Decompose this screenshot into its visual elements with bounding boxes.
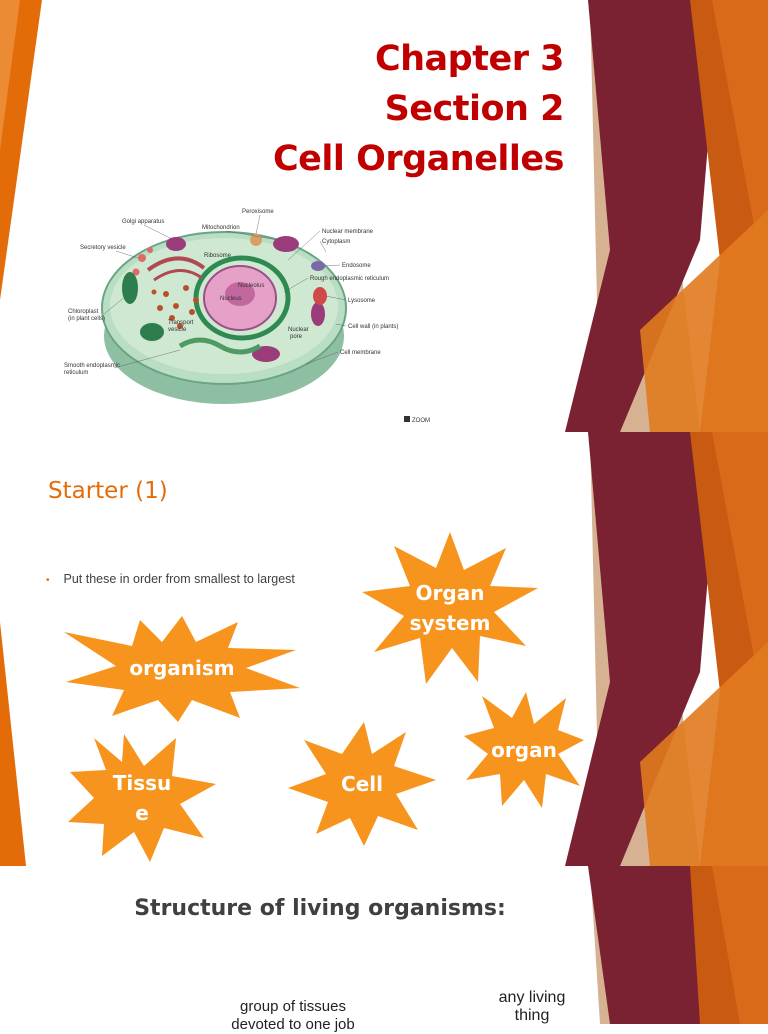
label-chloroplast-note: (in plant cells): [68, 316, 105, 322]
label-nucleolus: Nucleolus: [238, 283, 264, 289]
burst-organ-system: Organ system: [360, 528, 540, 688]
slide-1: Chapter 3 Section 2 Cell Organelles: [0, 0, 768, 432]
burst-organism-label: organism: [129, 656, 235, 680]
label-secretory-vesicle: Secretory vesicle: [80, 245, 126, 251]
starter-heading: Starter (1): [48, 478, 168, 504]
burst-organ-system-shape: [362, 532, 538, 684]
lysosome-shape: [313, 287, 327, 305]
label-transport: Transport: [168, 320, 194, 326]
burst-organism-shape: [64, 616, 300, 722]
burst-organism: organism: [62, 612, 302, 724]
note-tissue-line-1: group of tissues: [240, 998, 346, 1015]
golgi-shape: [146, 256, 206, 272]
label-chloroplast: Chloroplast: [68, 309, 99, 315]
bullet-item: • Put these in order from smallest to lar…: [46, 572, 295, 586]
burst-cell-label: Cell: [341, 772, 383, 796]
burst-organ: organ: [462, 688, 586, 812]
label-vesicle: vesicle: [168, 327, 187, 333]
endosome-shape: [311, 261, 325, 271]
note-tissue-line-2: devoted to one job: [231, 1016, 355, 1033]
label-cell-membrane: Cell membrane: [340, 350, 381, 356]
bullet-icon: •: [46, 575, 50, 586]
nucleolus-shape: [225, 282, 255, 306]
label-endosome: Endosome: [342, 263, 371, 269]
note-living-thing: any living thing: [470, 989, 594, 1025]
burst-organ-system-label: Organ system: [360, 528, 540, 688]
label-cytoplasm: Cytoplasm: [322, 239, 350, 245]
label-nuclear-membrane: Nuclear membrane: [322, 229, 374, 235]
label-pore: pore: [290, 334, 303, 340]
label-reticulum: reticulum: [64, 370, 88, 376]
burst-cell: Cell: [286, 720, 438, 848]
label-smooth-er: Smooth endoplasmic: [64, 363, 120, 369]
note-living-line-1: any living: [498, 989, 566, 1006]
burst-organ-system-line-2: system: [409, 611, 491, 635]
slide-3-decoration: [588, 866, 768, 1024]
zoom-label: ZOOM: [412, 418, 430, 424]
label-peroxisome: Peroxisome: [242, 209, 274, 215]
title-line-1: Chapter 3: [374, 39, 565, 79]
cell-diagram: Golgi apparatus Mitochondrion Peroxisome…: [64, 209, 430, 424]
peroxisome-shape: [250, 234, 262, 246]
burst-cell-shape: [288, 722, 436, 846]
label-lysosome: Lysosome: [348, 298, 376, 304]
label-nucleus: Nucleus: [220, 296, 242, 302]
structure-heading: Structure of living organisms:: [134, 896, 506, 921]
note-tissue: group of tissues devoted to one job: [218, 998, 368, 1034]
burst-organ-shape: [464, 692, 584, 808]
burst-tissue: Tissu e: [66, 732, 218, 864]
note-living-line-2: thing: [514, 1007, 550, 1024]
zoom-icon: [404, 416, 410, 422]
mitochondrion-shape: [166, 237, 186, 251]
title-line-3: Cell Organelles: [272, 139, 565, 179]
label-rough-er: Rough endoplasmic reticulum: [310, 276, 389, 282]
label-cell-wall: Cell wall (in plants): [348, 324, 398, 330]
label-golgi: Golgi apparatus: [122, 219, 164, 225]
burst-tissue-line-2: e: [135, 801, 149, 825]
burst-tissue-shape: [68, 734, 216, 862]
label-mitochondrion: Mitochondrion: [202, 225, 240, 231]
burst-organ-label: organ: [491, 738, 557, 762]
title-line-2: Section 2: [384, 89, 565, 129]
burst-tissue-line-1: Tissu: [112, 771, 172, 795]
slide-3: [0, 866, 768, 1024]
burst-organ-system-line-1: Organ: [415, 581, 485, 605]
chloroplast-shape: [122, 272, 138, 304]
smooth-er-shape: [178, 337, 262, 355]
bullet-text: Put these in order from smallest to larg…: [63, 572, 295, 586]
page-title: Chapter 3 Section 2 Cell Organelles: [272, 34, 565, 184]
burst-tissue-label: Tissu e: [66, 732, 218, 864]
label-ribosome: Ribosome: [204, 253, 232, 259]
label-nuclear: Nuclear: [288, 327, 309, 333]
